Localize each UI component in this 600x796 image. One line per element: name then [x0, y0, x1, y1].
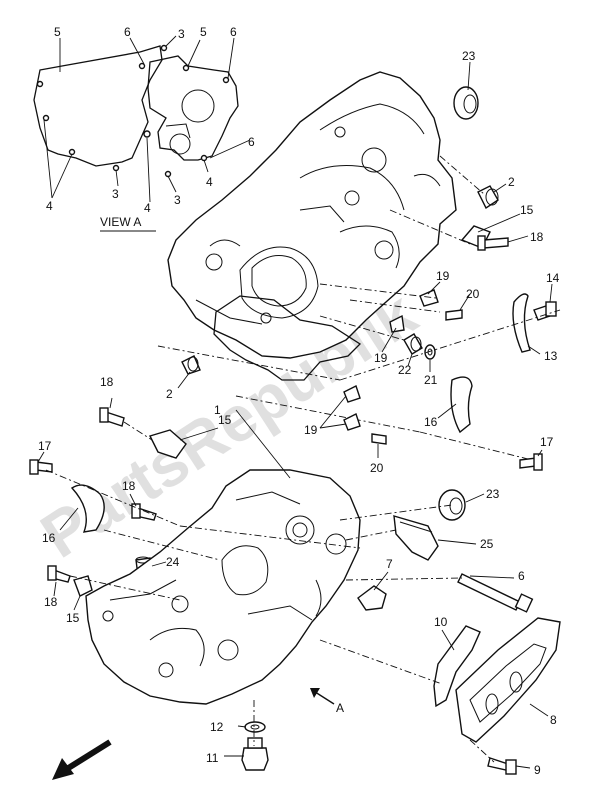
view-a-label: VIEW A — [100, 215, 156, 232]
callout-23: 23 — [486, 487, 500, 501]
dowel-2-lower — [181, 355, 201, 375]
callout-16: 16 — [424, 415, 438, 429]
bolt-14 — [533, 301, 557, 321]
callout-3: 3 — [174, 193, 181, 207]
callout-3: 3 — [178, 27, 185, 41]
front-direction-arrow — [52, 739, 112, 780]
clip-19-upper — [389, 289, 439, 333]
callout-19: 19 — [436, 269, 450, 283]
bolt-20-upper — [445, 309, 463, 321]
callout-17: 17 — [38, 439, 52, 453]
bracket-16-right — [450, 376, 473, 434]
view-a-gasket — [33, 44, 239, 178]
callout-10: 10 — [434, 615, 448, 629]
washer-21 — [424, 344, 436, 360]
plate-15-left — [149, 429, 187, 459]
callout-18: 18 — [100, 375, 114, 389]
callout-20: 20 — [370, 461, 384, 475]
callout-4: 4 — [206, 175, 213, 189]
callout-13: 13 — [544, 349, 558, 363]
crankcase-left-half — [85, 469, 361, 705]
callout-3: 3 — [112, 187, 119, 201]
svg-text:VIEW A: VIEW A — [100, 215, 141, 229]
callout-24: 24 — [166, 555, 180, 569]
callout-19: 19 — [304, 423, 318, 437]
callout-7: 7 — [386, 557, 393, 571]
callout-5: 5 — [54, 25, 61, 39]
bracket-13 — [512, 293, 531, 353]
callout-2: 2 — [166, 387, 173, 401]
callout-8: 8 — [550, 713, 557, 727]
callout-12: 12 — [210, 720, 224, 734]
callout-22: 22 — [398, 363, 412, 377]
bracket-16-left — [70, 484, 105, 533]
callout-6: 6 — [124, 25, 131, 39]
dowel-2-upper — [477, 185, 499, 210]
cover-8 — [455, 617, 561, 743]
seal-23-lower — [438, 489, 466, 521]
callout-6: 6 — [248, 135, 255, 149]
callout-25: 25 — [480, 537, 494, 551]
callout-21: 21 — [424, 373, 438, 387]
callout-2: 2 — [508, 175, 515, 189]
plate-15-bottom — [73, 575, 93, 597]
callout-labels: 5 6 3 5 6 6 4 3 4 3 4 23 2 15 18 14 19 2… — [38, 25, 560, 777]
callout-17: 17 — [540, 435, 554, 449]
callout-15: 15 — [520, 203, 534, 217]
gasket-10 — [433, 625, 481, 708]
callout-6: 6 — [518, 569, 525, 583]
callout-4: 4 — [46, 199, 53, 213]
callout-16: 16 — [42, 531, 56, 545]
callout-18: 18 — [122, 479, 136, 493]
bolt-18-mid — [131, 503, 157, 521]
bolt-18-left — [99, 407, 125, 427]
crankcase-right-half — [167, 71, 457, 359]
callout-6: 6 — [230, 25, 237, 39]
clip-19-lower — [343, 385, 361, 431]
callout-14: 14 — [546, 271, 560, 285]
bolt-18-upper — [477, 235, 509, 251]
clamp-7 — [357, 585, 387, 611]
drain-bolt-11 — [241, 737, 269, 771]
bolt-17-right — [519, 453, 543, 471]
callout-11: 11 — [206, 751, 219, 765]
bolt-6-long — [457, 573, 534, 613]
bolt-18-bottom — [47, 565, 71, 583]
collar-22 — [403, 333, 423, 355]
callout-23: 23 — [462, 49, 476, 63]
svg-text:A: A — [336, 701, 344, 715]
bolt-20-lower — [371, 433, 387, 445]
callout-5: 5 — [200, 25, 207, 39]
callout-9: 9 — [534, 763, 541, 777]
callout-1: 1 — [214, 403, 221, 417]
callout-15: 15 — [66, 611, 80, 625]
callout-15: 15 — [218, 413, 232, 427]
seal-23-upper — [453, 86, 479, 120]
callout-18: 18 — [530, 230, 544, 244]
callout-4: 4 — [144, 201, 151, 215]
gasket-1 — [213, 295, 362, 381]
callout-19: 19 — [374, 351, 388, 365]
callout-18: 18 — [44, 595, 58, 609]
callout-20: 20 — [466, 287, 480, 301]
bolt-17-left — [29, 459, 53, 475]
guide-25 — [393, 515, 439, 561]
washer-12 — [244, 721, 266, 733]
view-a-arrow: A — [310, 688, 344, 715]
